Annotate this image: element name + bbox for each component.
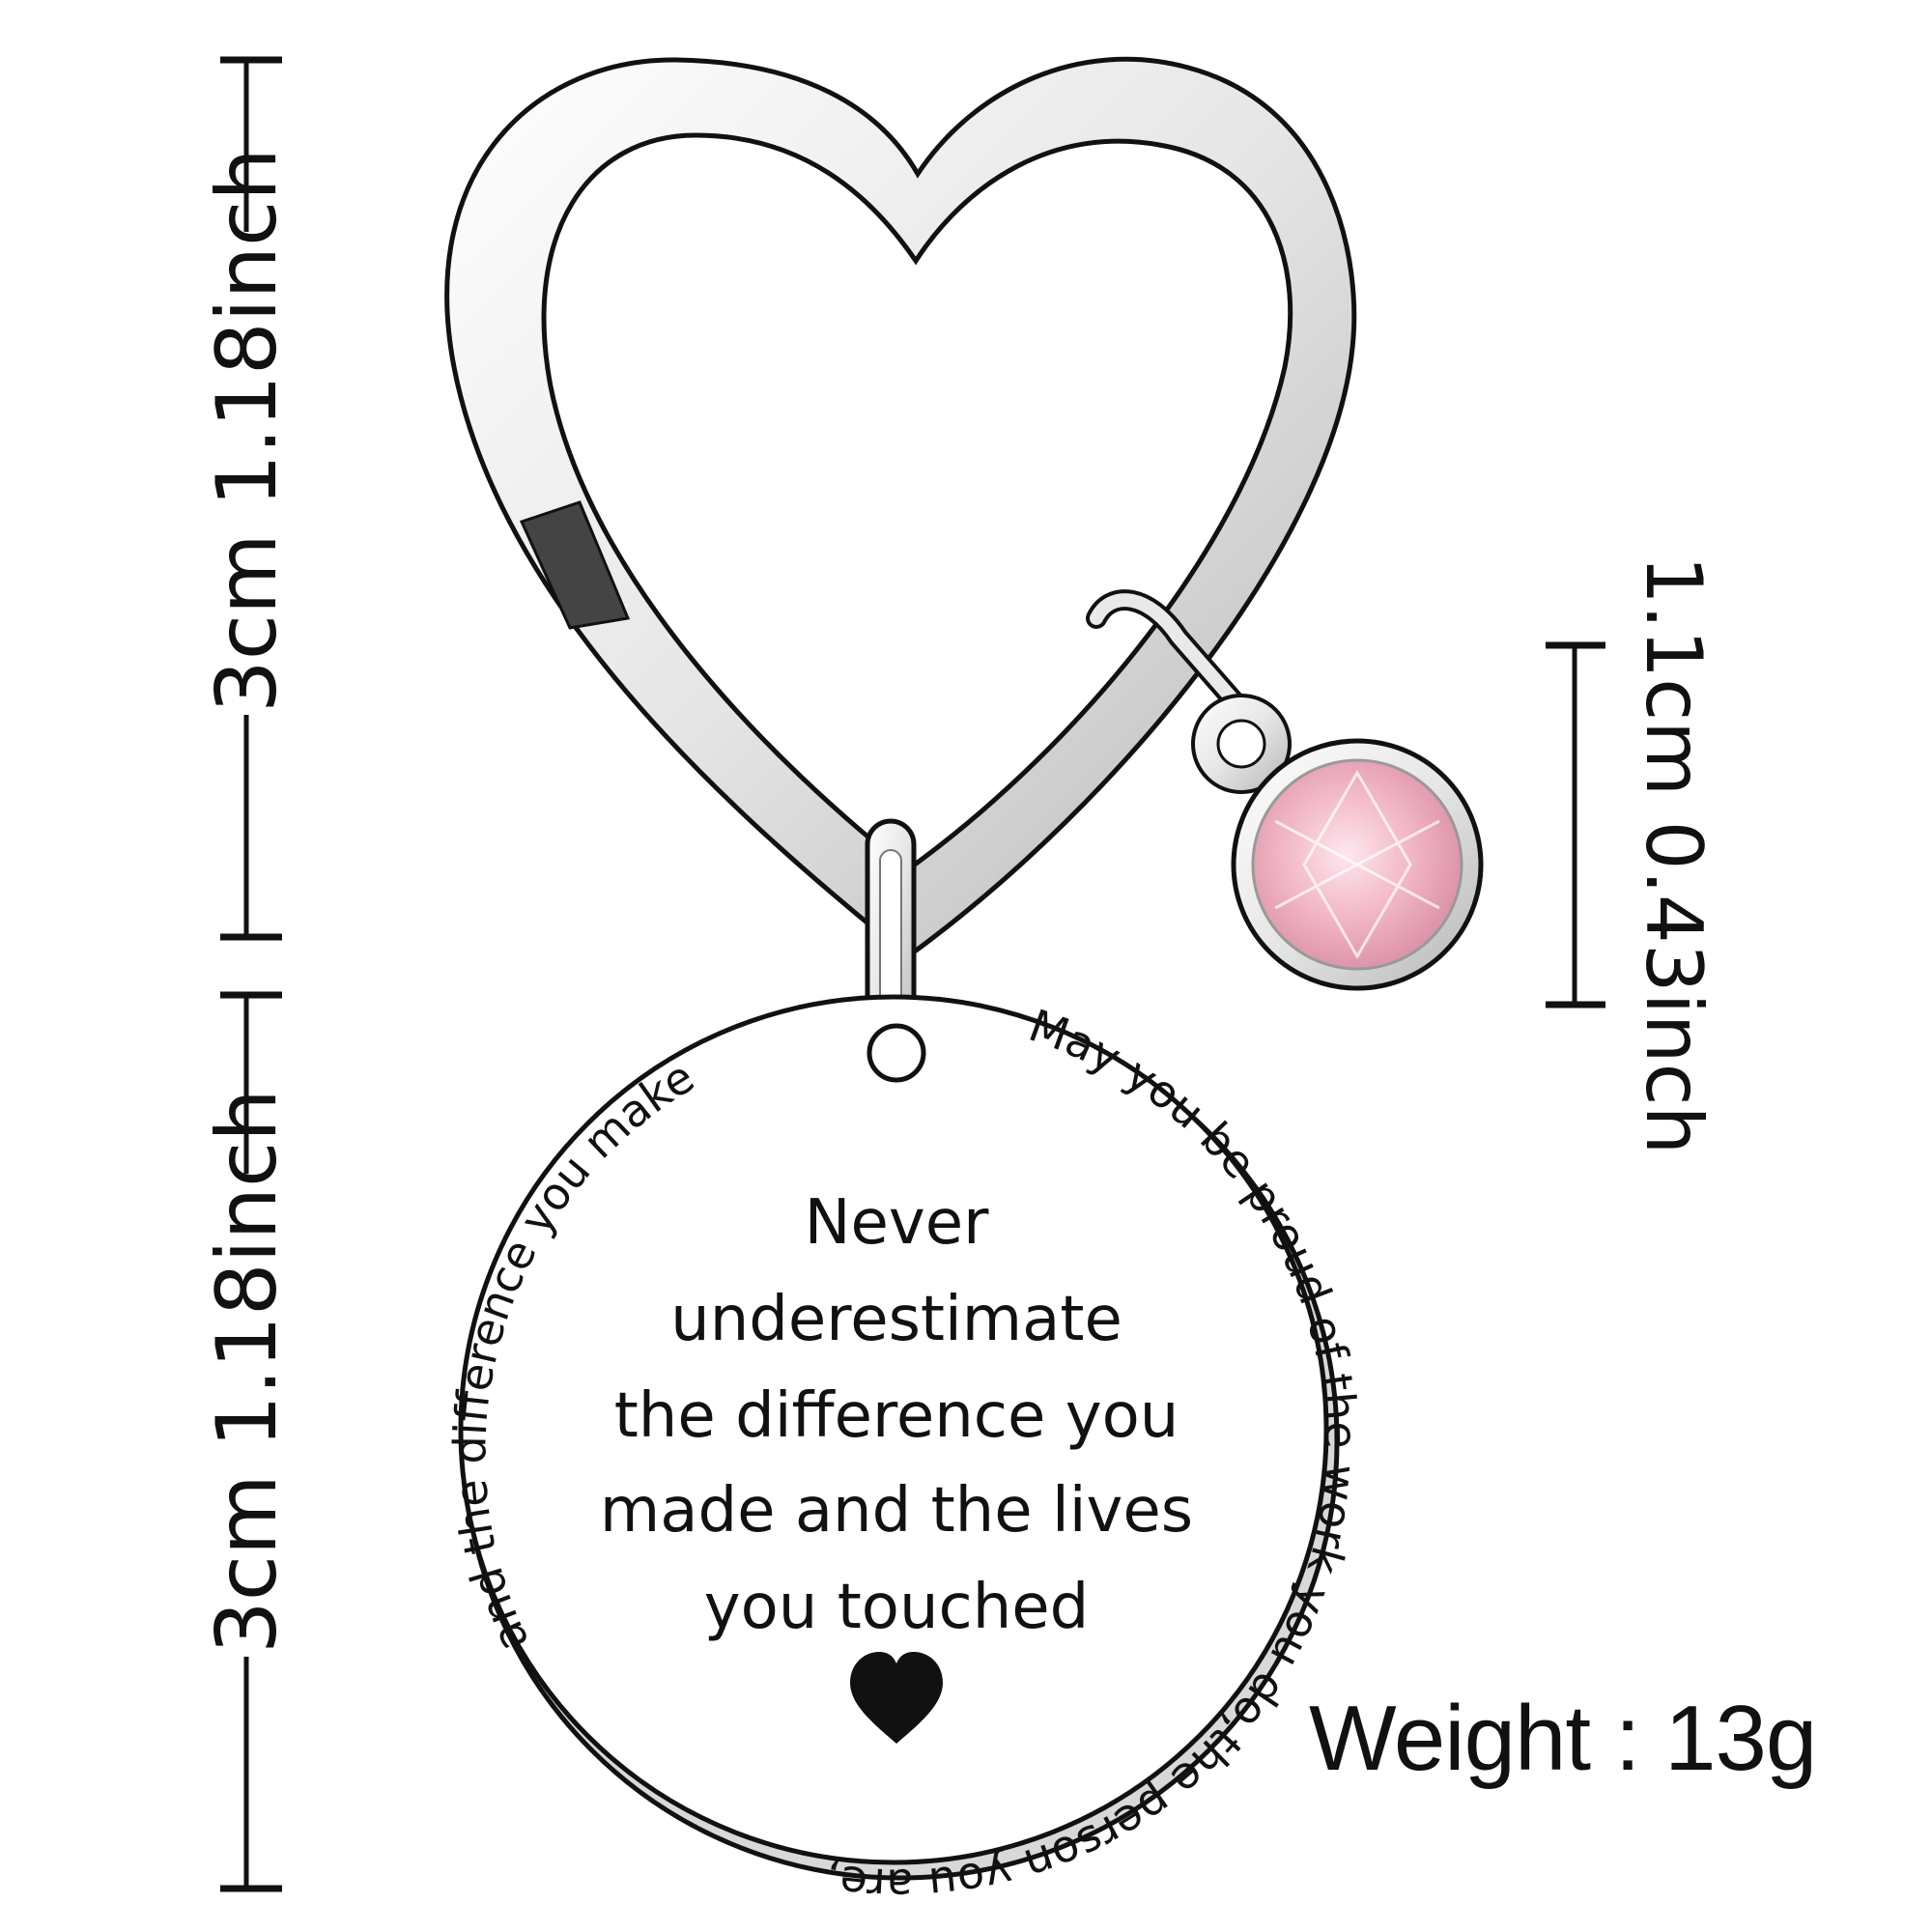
disc-line-1: Never [805, 1187, 990, 1259]
disc-line-5: you touched [704, 1572, 1090, 1643]
heart-icon [850, 1652, 943, 1744]
dimension-keyring: 3cm 1.18inch [199, 56, 296, 941]
engraved-disc: and the difference you make May you be p… [443, 994, 1367, 1911]
disc-line-4: made and the lives [600, 1475, 1193, 1547]
charm-dimension-label: 1.1cm 0.43inch [1629, 555, 1719, 1154]
disc-dimension-label: 3cm 1.18inch [199, 1089, 296, 1654]
keyring-dimension-label: 3cm 1.18inch [199, 148, 296, 713]
weight-label: Weight : 13g [1309, 1687, 1817, 1790]
disc-line-3: the difference you [614, 1380, 1179, 1452]
gem-charm [1086, 589, 1484, 991]
dimension-disc: 3cm 1.18inch [199, 991, 296, 1892]
heart-keyring [444, 56, 1357, 960]
disc-line-2: underestimate [670, 1284, 1122, 1355]
dimension-charm: 1.1cm 0.43inch [1546, 555, 1719, 1154]
